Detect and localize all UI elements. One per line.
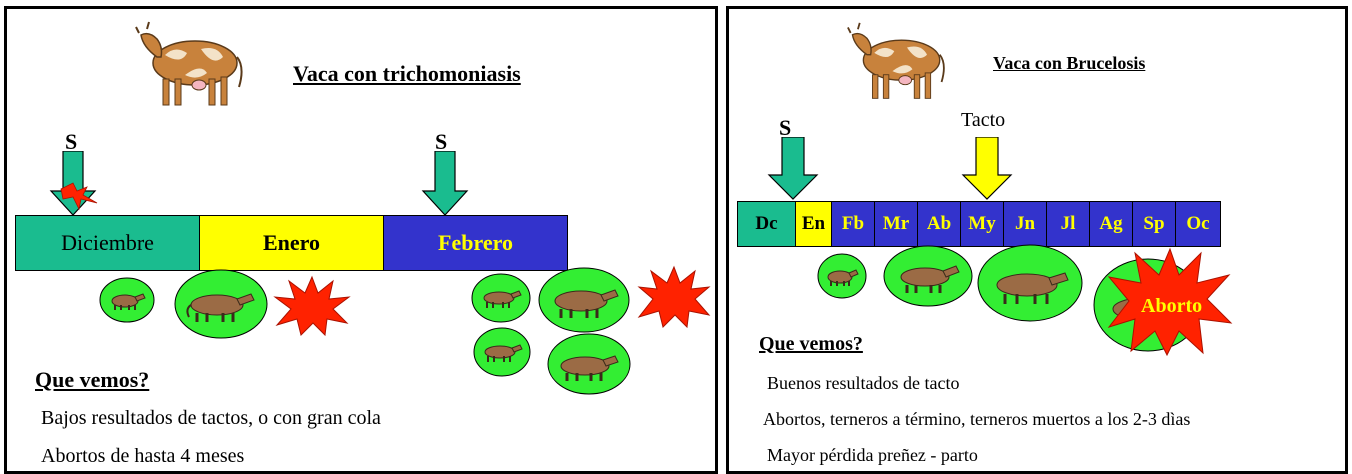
month-cell: Dc: [737, 201, 796, 247]
month-cell: My: [960, 201, 1004, 247]
fetus-icon: [977, 243, 1083, 323]
month-cell: Sp: [1132, 201, 1176, 247]
month-cell: Enero: [199, 215, 384, 271]
fetus-icon: [883, 245, 973, 307]
fetus-icon: [547, 333, 631, 395]
cow-icon: [135, 19, 245, 111]
right-panel: Vaca con Brucelosis Tacto S Dc En Fb Mr …: [726, 6, 1348, 474]
service-label: S: [779, 115, 792, 140]
fetus-icon: [817, 253, 867, 299]
text-line: Abortos de hasta 4 meses: [41, 445, 245, 467]
lightning-icon: [59, 181, 99, 211]
panel-title: Vaca con Brucelosis: [993, 53, 1146, 73]
month-cell: Febrero: [383, 215, 568, 271]
service-label: S: [435, 129, 448, 154]
month-cell: Jl: [1046, 201, 1090, 247]
fetus-icon: [473, 327, 531, 377]
service-label: S: [65, 129, 78, 154]
cow-icon: [847, 19, 947, 105]
month-cell: Oc: [1175, 201, 1221, 247]
month-cell: Mr: [874, 201, 918, 247]
fetus-icon: [173, 269, 269, 339]
left-panel: Vaca con trichomoniasis S S Diciembre En…: [4, 6, 718, 474]
question-heading: Que vemos?: [759, 333, 863, 355]
down-arrow-icon: [961, 137, 1013, 201]
starburst-icon: [637, 265, 711, 329]
aborto-label: Aborto: [1141, 295, 1203, 317]
down-arrow-icon: [421, 151, 469, 217]
month-cell: Diciembre: [15, 215, 200, 271]
starburst-icon: [1107, 247, 1233, 357]
text-line: Buenos resultados de tacto: [767, 373, 960, 393]
text-line: Abortos, terneros a término, terneros mu…: [763, 409, 1191, 429]
month-cell: Ag: [1089, 201, 1133, 247]
panel-title: Vaca con trichomoniasis: [293, 61, 521, 86]
fetus-icon: [537, 267, 631, 333]
fetus-icon: [99, 277, 155, 323]
tacto-label: Tacto: [961, 109, 1006, 131]
text-line: Bajos resultados de tactos, o con gran c…: [41, 407, 381, 429]
down-arrow-icon: [767, 137, 819, 201]
month-cell: Jn: [1003, 201, 1047, 247]
month-cell: En: [795, 201, 832, 247]
month-cell: Fb: [831, 201, 875, 247]
question-heading: Que vemos?: [35, 367, 150, 392]
text-line: Mayor pérdida preñez - parto: [767, 445, 978, 465]
month-cell: Ab: [917, 201, 961, 247]
starburst-icon: [273, 275, 351, 337]
fetus-icon: [471, 273, 531, 323]
